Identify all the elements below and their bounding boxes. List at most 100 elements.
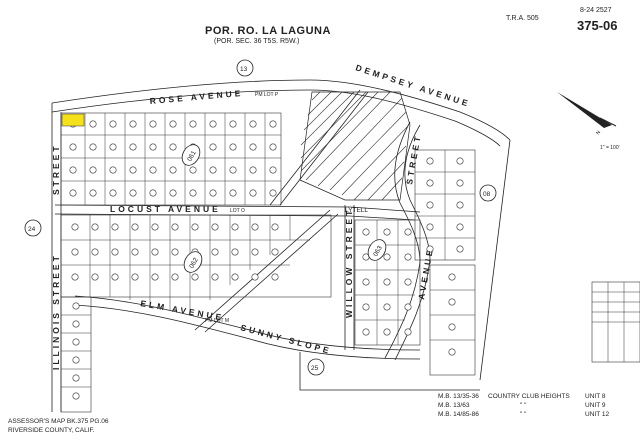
street-label-avenue-lower: AVENUE — [416, 247, 435, 301]
parcel-marker — [149, 143, 157, 151]
page-marker-063: 063 — [367, 239, 387, 261]
street-label-locust: LOCUST AVENUE — [110, 204, 221, 214]
parcel-marker — [151, 248, 159, 256]
adjoining-marker-bottom: 25 — [307, 358, 325, 376]
highlighted-parcel[interactable] — [61, 113, 85, 127]
parcel-marker — [91, 248, 99, 256]
parcel-marker — [169, 143, 177, 151]
parcel-marker — [129, 166, 137, 174]
parcel-marker — [426, 201, 434, 209]
parcel-marker — [269, 120, 277, 128]
parcel-marker — [151, 223, 159, 231]
parcel-marker — [129, 143, 137, 151]
svg-text:UNIT 8: UNIT 8 — [585, 393, 606, 400]
parcel-marker — [211, 248, 219, 256]
parcel-marker — [131, 273, 139, 281]
hatched-easement — [299, 91, 411, 201]
parcel-marker — [89, 120, 97, 128]
parcel-marker — [72, 374, 80, 382]
lot-label-elm: PM LOT M — [205, 318, 229, 324]
parcel-marker — [169, 120, 177, 128]
parcel-marker — [456, 201, 464, 209]
street-label-rose: ROSE AVENUE — [149, 88, 243, 106]
parcel-marker — [189, 166, 197, 174]
svg-text:" ": " " — [520, 411, 527, 418]
parcel-marker — [111, 223, 119, 231]
parcel-marker — [249, 120, 257, 128]
street-label-willow: WILLOW STREET — [344, 208, 354, 318]
parcel-marker — [149, 166, 157, 174]
parcel-marker — [404, 228, 412, 236]
svg-text:M.B. 13/63: M.B. 13/63 — [438, 402, 470, 409]
parcel-marker — [171, 273, 179, 281]
parcel-marker — [404, 278, 412, 286]
street-label-illinois: ILLINOIS STREET — [51, 253, 61, 370]
parcel-marker — [111, 273, 119, 281]
parcel-marker — [171, 248, 179, 256]
parcel-marker — [211, 223, 219, 231]
parcel-marker — [191, 223, 199, 231]
parcel-marker — [169, 189, 177, 197]
adjoining-marker-left: 24 — [24, 219, 42, 237]
parcel-marker — [271, 223, 279, 231]
parcel-marker — [71, 273, 79, 281]
assessor-line-1: ASSESSOR'S MAP BK.375 PG.06 — [8, 418, 109, 425]
recorded-maps-notes: M.B. 13/35-36 COUNTRY CLUB HEIGHTS UNIT … — [438, 393, 609, 418]
parcel-marker — [211, 273, 219, 281]
parcel-marker — [231, 273, 239, 281]
parcel-marker — [131, 248, 139, 256]
parcel-marker — [456, 223, 464, 231]
parcel-marker — [362, 278, 370, 286]
map-title: POR. RO. LA LAGUNA — [205, 25, 331, 37]
svg-text:M.B. 14/85-86: M.B. 14/85-86 — [438, 411, 479, 418]
parcel-marker — [269, 166, 277, 174]
parcel-marker — [448, 273, 456, 281]
parcel-marker — [69, 143, 77, 151]
parcel-marker — [362, 228, 370, 236]
parcel-marker — [109, 120, 117, 128]
parcel-markers — [69, 120, 464, 400]
parcel-marker — [231, 223, 239, 231]
street-label-lytell: LYTELL — [345, 207, 368, 214]
parcel-marker — [404, 328, 412, 336]
parcel-marker — [91, 223, 99, 231]
parcel-marker — [69, 189, 77, 197]
parcel-marker — [448, 323, 456, 331]
svg-text:UNIT 9: UNIT 9 — [585, 402, 606, 409]
parcel-marker — [383, 328, 391, 336]
parcel-marker — [456, 157, 464, 165]
parcel-marker — [111, 248, 119, 256]
svg-text:061: 061 — [186, 149, 198, 162]
north-arrow-icon: N — [557, 92, 617, 136]
page-number: 375-06 — [577, 18, 617, 33]
parcel-marker — [209, 189, 217, 197]
parcel-marker — [362, 328, 370, 336]
parcel-marker — [209, 120, 217, 128]
lot-label-locust: LOT O — [230, 208, 245, 214]
street-label-dempsey: DEMPSEY AVENUE — [354, 62, 471, 109]
parcel-marker — [229, 166, 237, 174]
parcel-marker — [269, 143, 277, 151]
parcel-marker — [362, 303, 370, 311]
parcel-marker — [249, 166, 257, 174]
page-marker-061: 061 — [181, 144, 201, 166]
parcel-marker — [209, 166, 217, 174]
parcel-marker — [229, 120, 237, 128]
parcel-marker — [89, 143, 97, 151]
parcel-marker — [426, 179, 434, 187]
parcel-marker — [89, 189, 97, 197]
parcel-marker — [149, 120, 157, 128]
street-label-left: STREET — [51, 143, 61, 195]
parcel-marker — [131, 223, 139, 231]
tra-label: T.R.A. 505 — [506, 15, 539, 22]
parcel-marker — [383, 228, 391, 236]
svg-text:08: 08 — [483, 191, 491, 198]
svg-text:M.B. 13/35-36: M.B. 13/35-36 — [438, 393, 479, 400]
lot-label-rose: PM LOT P — [255, 92, 279, 98]
svg-text:062: 062 — [188, 256, 200, 269]
parcel-marker — [72, 338, 80, 346]
parcel-marker — [191, 273, 199, 281]
assessor-line-2: RIVERSIDE COUNTY, CALIF. — [8, 427, 95, 434]
parcel-marker — [249, 189, 257, 197]
